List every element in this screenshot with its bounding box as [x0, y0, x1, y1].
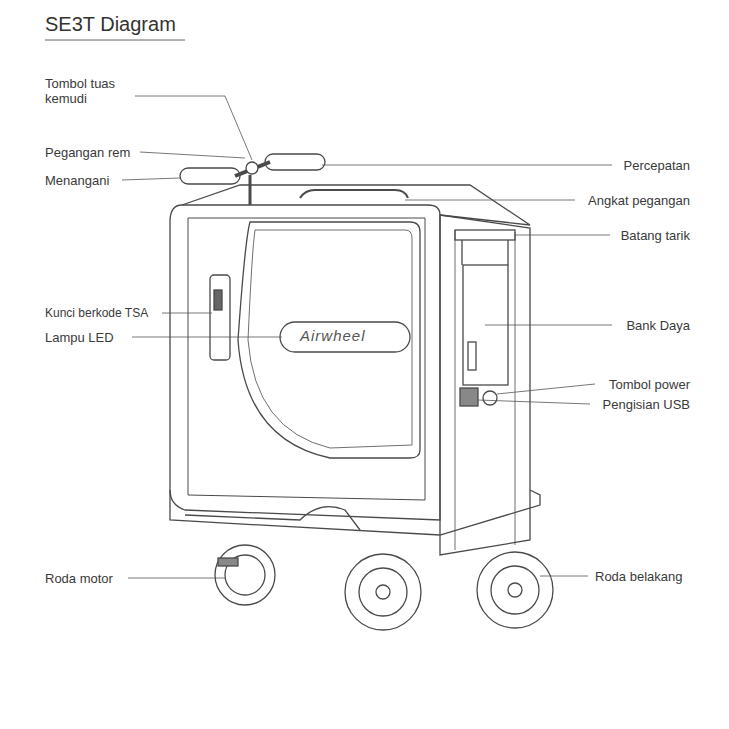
part-label: Kunci berkode TSA	[45, 306, 148, 321]
pull-rod-top	[455, 230, 515, 240]
leader-line	[122, 178, 180, 180]
front-wheel-rim	[359, 568, 407, 616]
part-label: Pegangan rem	[45, 145, 130, 160]
base-arch	[185, 507, 360, 530]
part-label: Bank Daya	[626, 318, 690, 333]
tsa-lock	[210, 275, 230, 360]
leader-line	[478, 400, 590, 404]
part-label: Batang tarik	[621, 228, 690, 243]
part-label: Tombol tuas kemudi	[45, 76, 140, 106]
rear-wheel	[477, 552, 553, 628]
diagram-title: SE3T Diagram	[45, 12, 176, 36]
lock-dial	[214, 290, 222, 310]
front-wheel-hub	[376, 585, 390, 599]
leader-line	[162, 313, 212, 314]
part-label: Tombol power	[609, 377, 690, 392]
leader-line	[132, 337, 282, 338]
grip-left	[180, 168, 240, 184]
rear-wheel-hub	[508, 583, 522, 597]
lift-handle	[300, 190, 408, 198]
steering-post	[249, 175, 252, 205]
front-wheel	[345, 554, 421, 630]
steering-knob	[246, 162, 258, 174]
leader-line	[485, 325, 612, 326]
leader-line	[322, 165, 612, 166]
part-label: Roda motor	[45, 571, 113, 586]
front-panel	[188, 218, 425, 500]
brand-logo: Airwheel	[300, 327, 366, 344]
suitcase-top	[182, 185, 530, 225]
leader-line	[497, 384, 595, 394]
base	[170, 490, 540, 535]
motor-wheel	[215, 545, 275, 605]
pull-rod	[507, 240, 508, 265]
power-bank-display	[468, 342, 476, 370]
rear-wheel-rim	[491, 566, 539, 614]
leader-line	[405, 200, 575, 201]
suitcase-side	[440, 215, 530, 555]
led-bar	[280, 322, 410, 352]
part-label: Lampu LED	[45, 330, 114, 345]
title-underline	[45, 40, 185, 41]
part-label: Pengisian USB	[603, 397, 690, 412]
leader-lines	[122, 96, 612, 578]
leader-line	[540, 576, 588, 577]
part-label: Percepatan	[624, 158, 691, 173]
leader-line	[128, 578, 225, 579]
handlebar	[235, 162, 270, 176]
part-label: Angkat pegangan	[588, 193, 690, 208]
side-rib	[515, 232, 516, 545]
front-shell	[238, 222, 420, 458]
front-shell-inner	[248, 230, 412, 448]
leader-line	[135, 96, 252, 160]
grip-right	[265, 154, 325, 170]
power-button	[483, 391, 497, 405]
side-rib	[455, 230, 456, 550]
leader-line	[515, 235, 610, 236]
part-label: Roda belakang	[595, 569, 682, 584]
suitcase-front	[170, 205, 440, 520]
leader-line	[140, 152, 245, 158]
motor-axle	[218, 558, 238, 566]
usb-port	[460, 388, 478, 406]
part-label: Menangani	[45, 173, 109, 188]
pull-rod	[461, 240, 462, 265]
